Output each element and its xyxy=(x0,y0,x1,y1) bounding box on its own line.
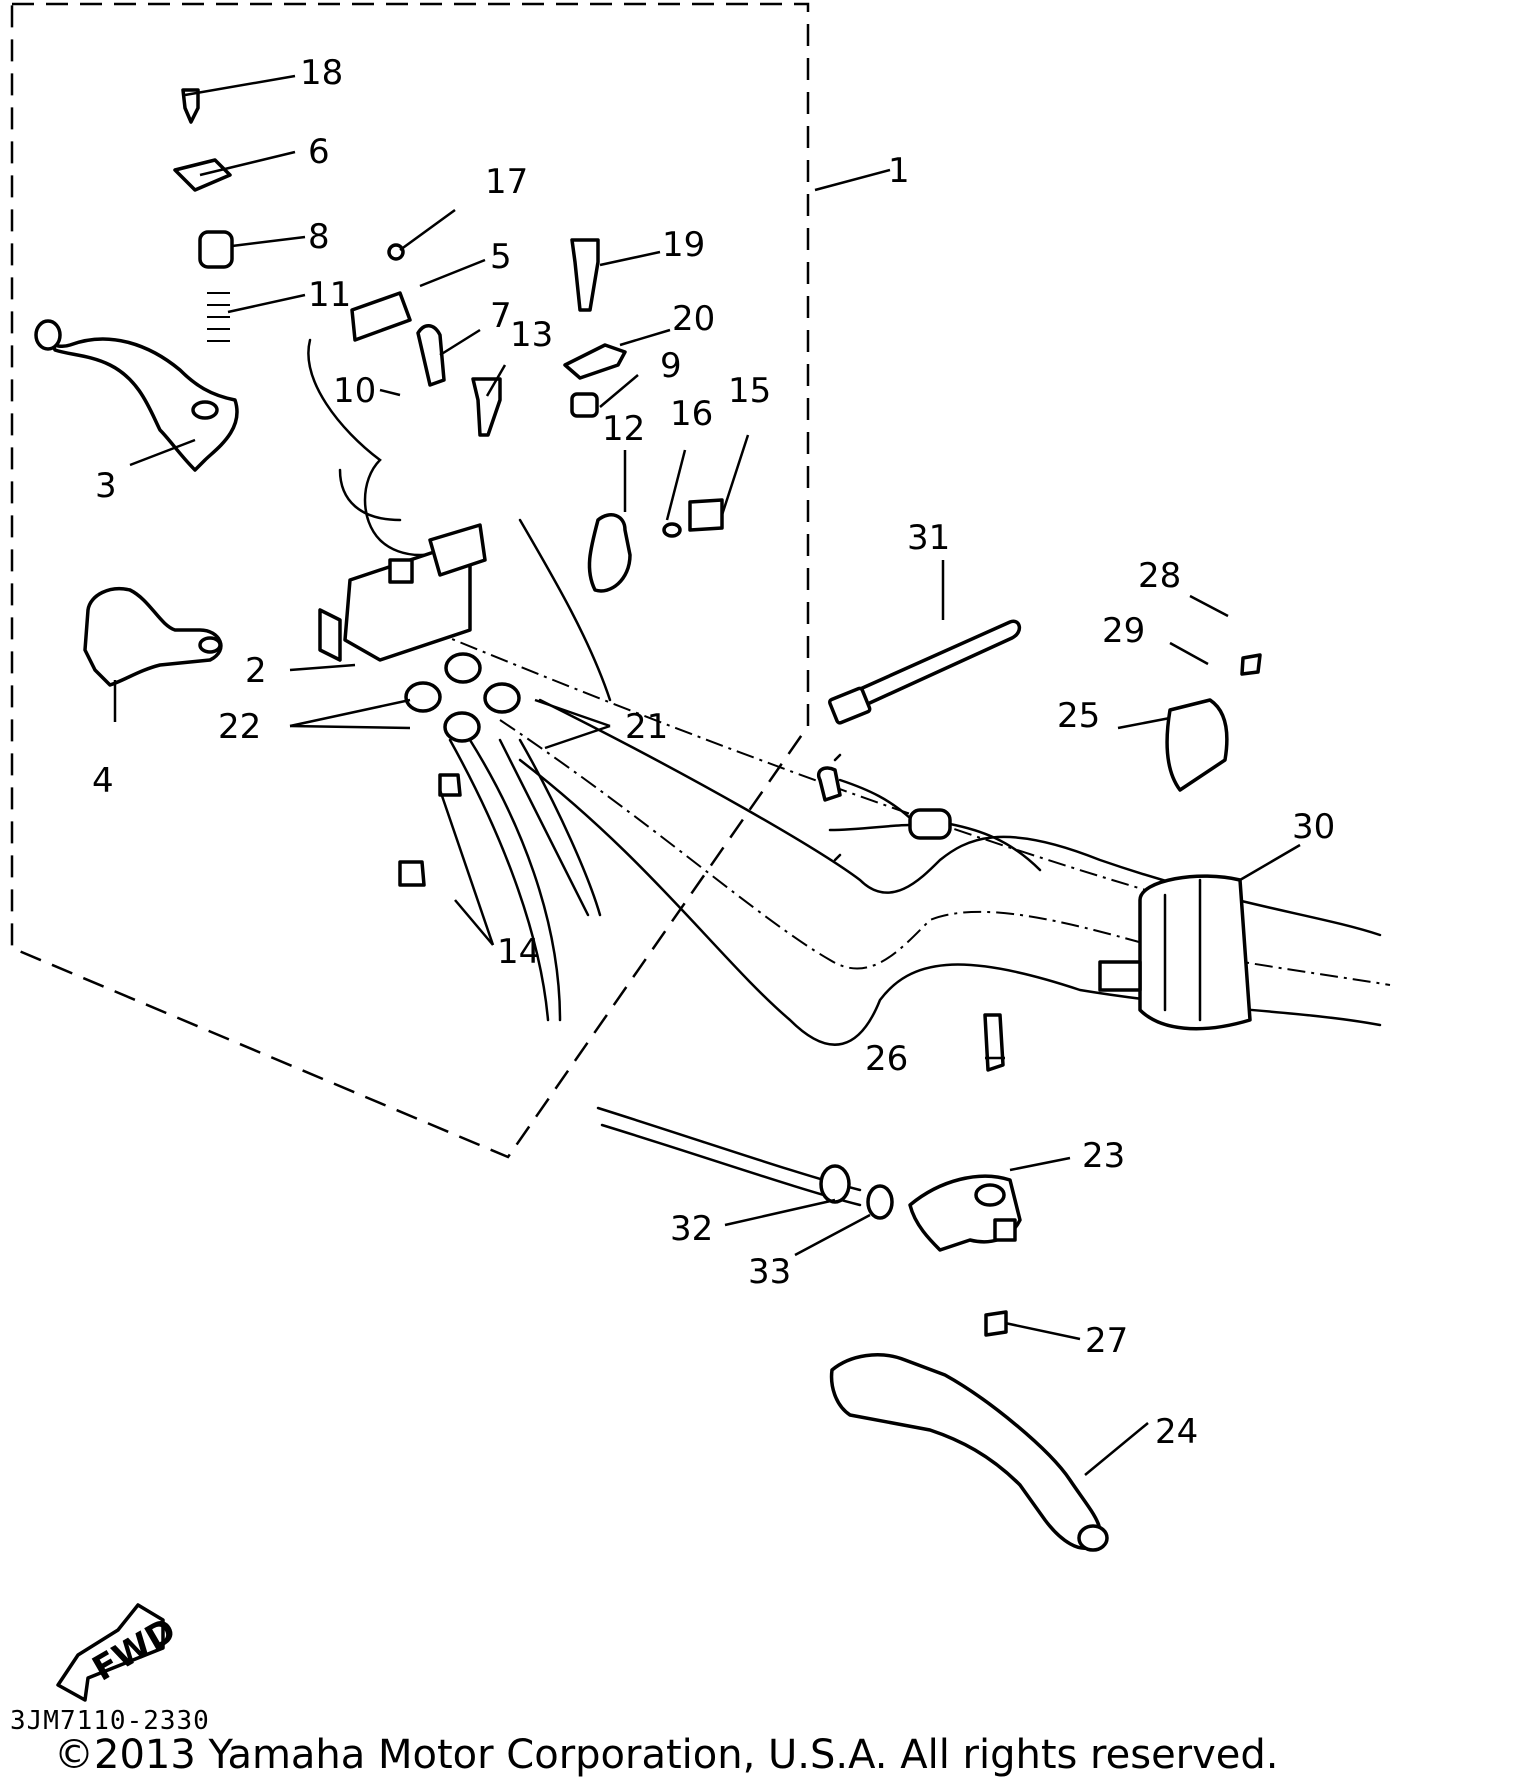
fwd-arrow: FWD xyxy=(56,1603,183,1702)
lever-holder xyxy=(83,587,223,687)
callout-7: 7 xyxy=(490,296,512,336)
callout-labels: 1 2 3 4 5 6 7 8 9 10 11 12 13 14 15 16 1… xyxy=(92,53,1335,1452)
callout-24: 24 xyxy=(1155,1412,1198,1452)
callout-8: 8 xyxy=(308,217,330,257)
callout-25: 25 xyxy=(1057,696,1100,736)
callout-33: 33 xyxy=(748,1252,791,1292)
callout-19: 19 xyxy=(662,225,705,265)
callout-29: 29 xyxy=(1102,611,1145,651)
callout-20: 20 xyxy=(672,299,715,339)
callout-30: 30 xyxy=(1292,807,1335,847)
handlebar-switch xyxy=(1138,874,1252,1031)
callout-13: 13 xyxy=(510,315,553,355)
callout-28: 28 xyxy=(1138,556,1181,596)
callout-6: 6 xyxy=(308,132,330,172)
callout-18: 18 xyxy=(300,53,343,93)
small-parts xyxy=(173,88,724,887)
callout-17: 17 xyxy=(485,162,528,202)
callout-27: 27 xyxy=(1085,1321,1128,1361)
banjo-bolts xyxy=(404,652,521,743)
callout-21: 21 xyxy=(625,707,668,747)
master-cylinder-clamp xyxy=(587,513,632,593)
callout-3: 3 xyxy=(95,466,117,506)
callout-11: 11 xyxy=(308,275,351,315)
callout-1: 1 xyxy=(888,151,910,191)
leader-lines xyxy=(113,74,1301,1476)
brake-lever xyxy=(42,323,239,472)
callout-12: 12 xyxy=(602,409,645,449)
master-cylinder xyxy=(307,338,462,557)
callout-23: 23 xyxy=(1082,1136,1125,1176)
callout-31: 31 xyxy=(907,518,950,558)
callout-15: 15 xyxy=(728,371,771,411)
callout-32: 32 xyxy=(670,1209,713,1249)
callout-2: 2 xyxy=(245,651,267,691)
brake-hoses xyxy=(448,518,612,1022)
diagram-code: 3JM7110-2330 xyxy=(10,1706,210,1736)
callout-14: 14 xyxy=(497,932,540,972)
clutch-holder-clamp xyxy=(1165,698,1229,792)
cable-tie xyxy=(838,619,1022,714)
clutch-lever xyxy=(829,1353,1102,1550)
assembly-boundary xyxy=(10,2,810,1159)
callout-4: 4 xyxy=(92,761,114,801)
callout-22: 22 xyxy=(218,707,261,747)
callout-9: 9 xyxy=(660,346,682,386)
callout-26: 26 xyxy=(865,1039,908,1079)
copyright-notice: ©2013 Yamaha Motor Corporation, U.S.A. A… xyxy=(54,1732,1279,1778)
callout-10: 10 xyxy=(333,371,376,411)
brake-switch xyxy=(817,753,1042,872)
callout-5: 5 xyxy=(490,237,512,277)
callout-16: 16 xyxy=(670,394,713,434)
